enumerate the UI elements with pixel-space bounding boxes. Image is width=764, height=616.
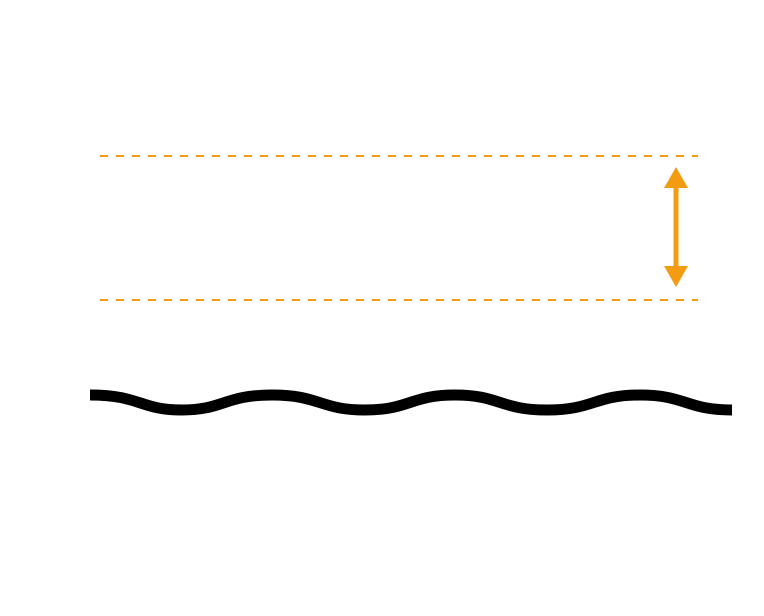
wavy-line bbox=[89, 389, 733, 416]
arrow-head-up-icon bbox=[664, 167, 688, 188]
arrow-head-down-icon bbox=[664, 266, 688, 287]
double-headed-arrow bbox=[664, 167, 688, 287]
